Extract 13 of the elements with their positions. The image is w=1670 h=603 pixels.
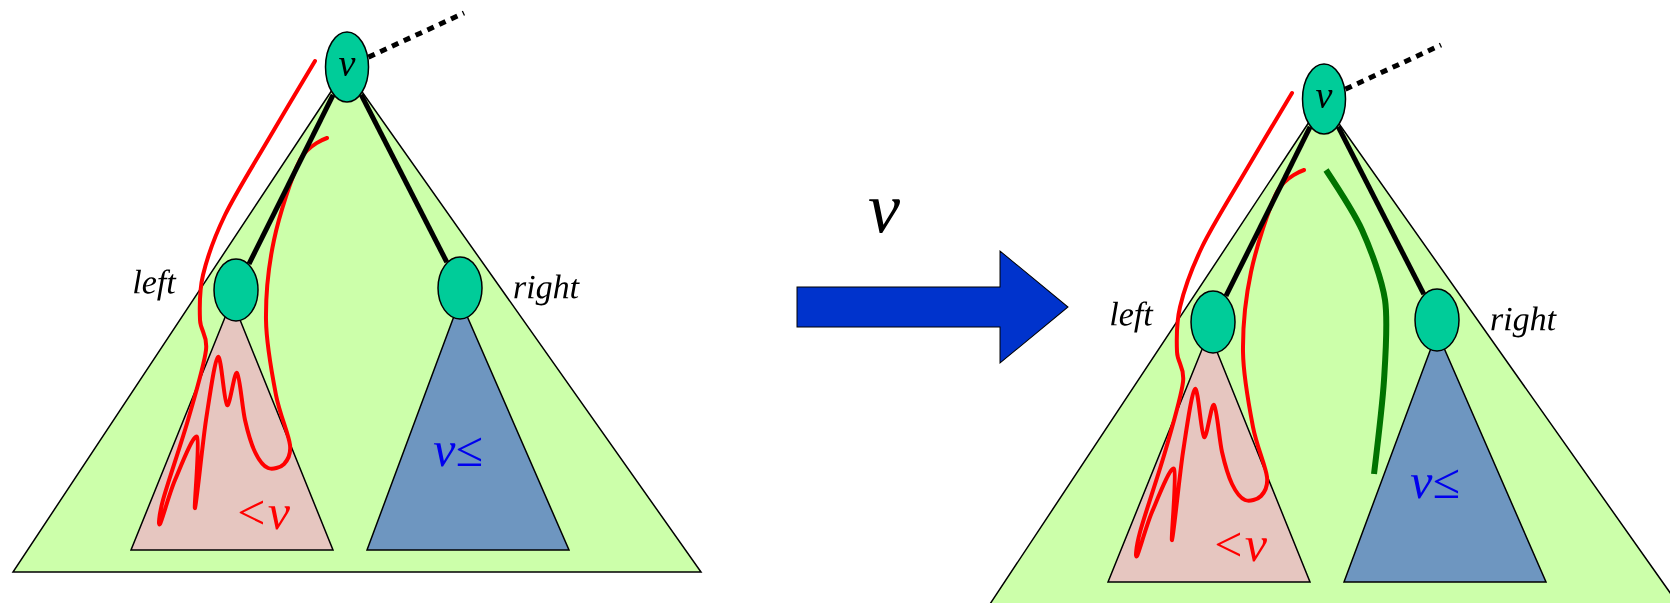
tree-node-ellipse (213, 258, 259, 322)
child-label: left (1111, 301, 1154, 333)
dotted-edge (367, 10, 466, 60)
arrow-label: v (869, 199, 900, 233)
tree-node-ellipse (437, 256, 483, 320)
tree-edge (246, 93, 336, 266)
child-label: left (134, 269, 177, 301)
tree-node-ellipse (1414, 288, 1460, 352)
tree-node-ellipse (1190, 290, 1236, 354)
tree-edge (1223, 125, 1313, 298)
dotted-edge (1344, 42, 1443, 92)
tree-edge (1335, 125, 1427, 296)
tree-edge (358, 93, 449, 264)
